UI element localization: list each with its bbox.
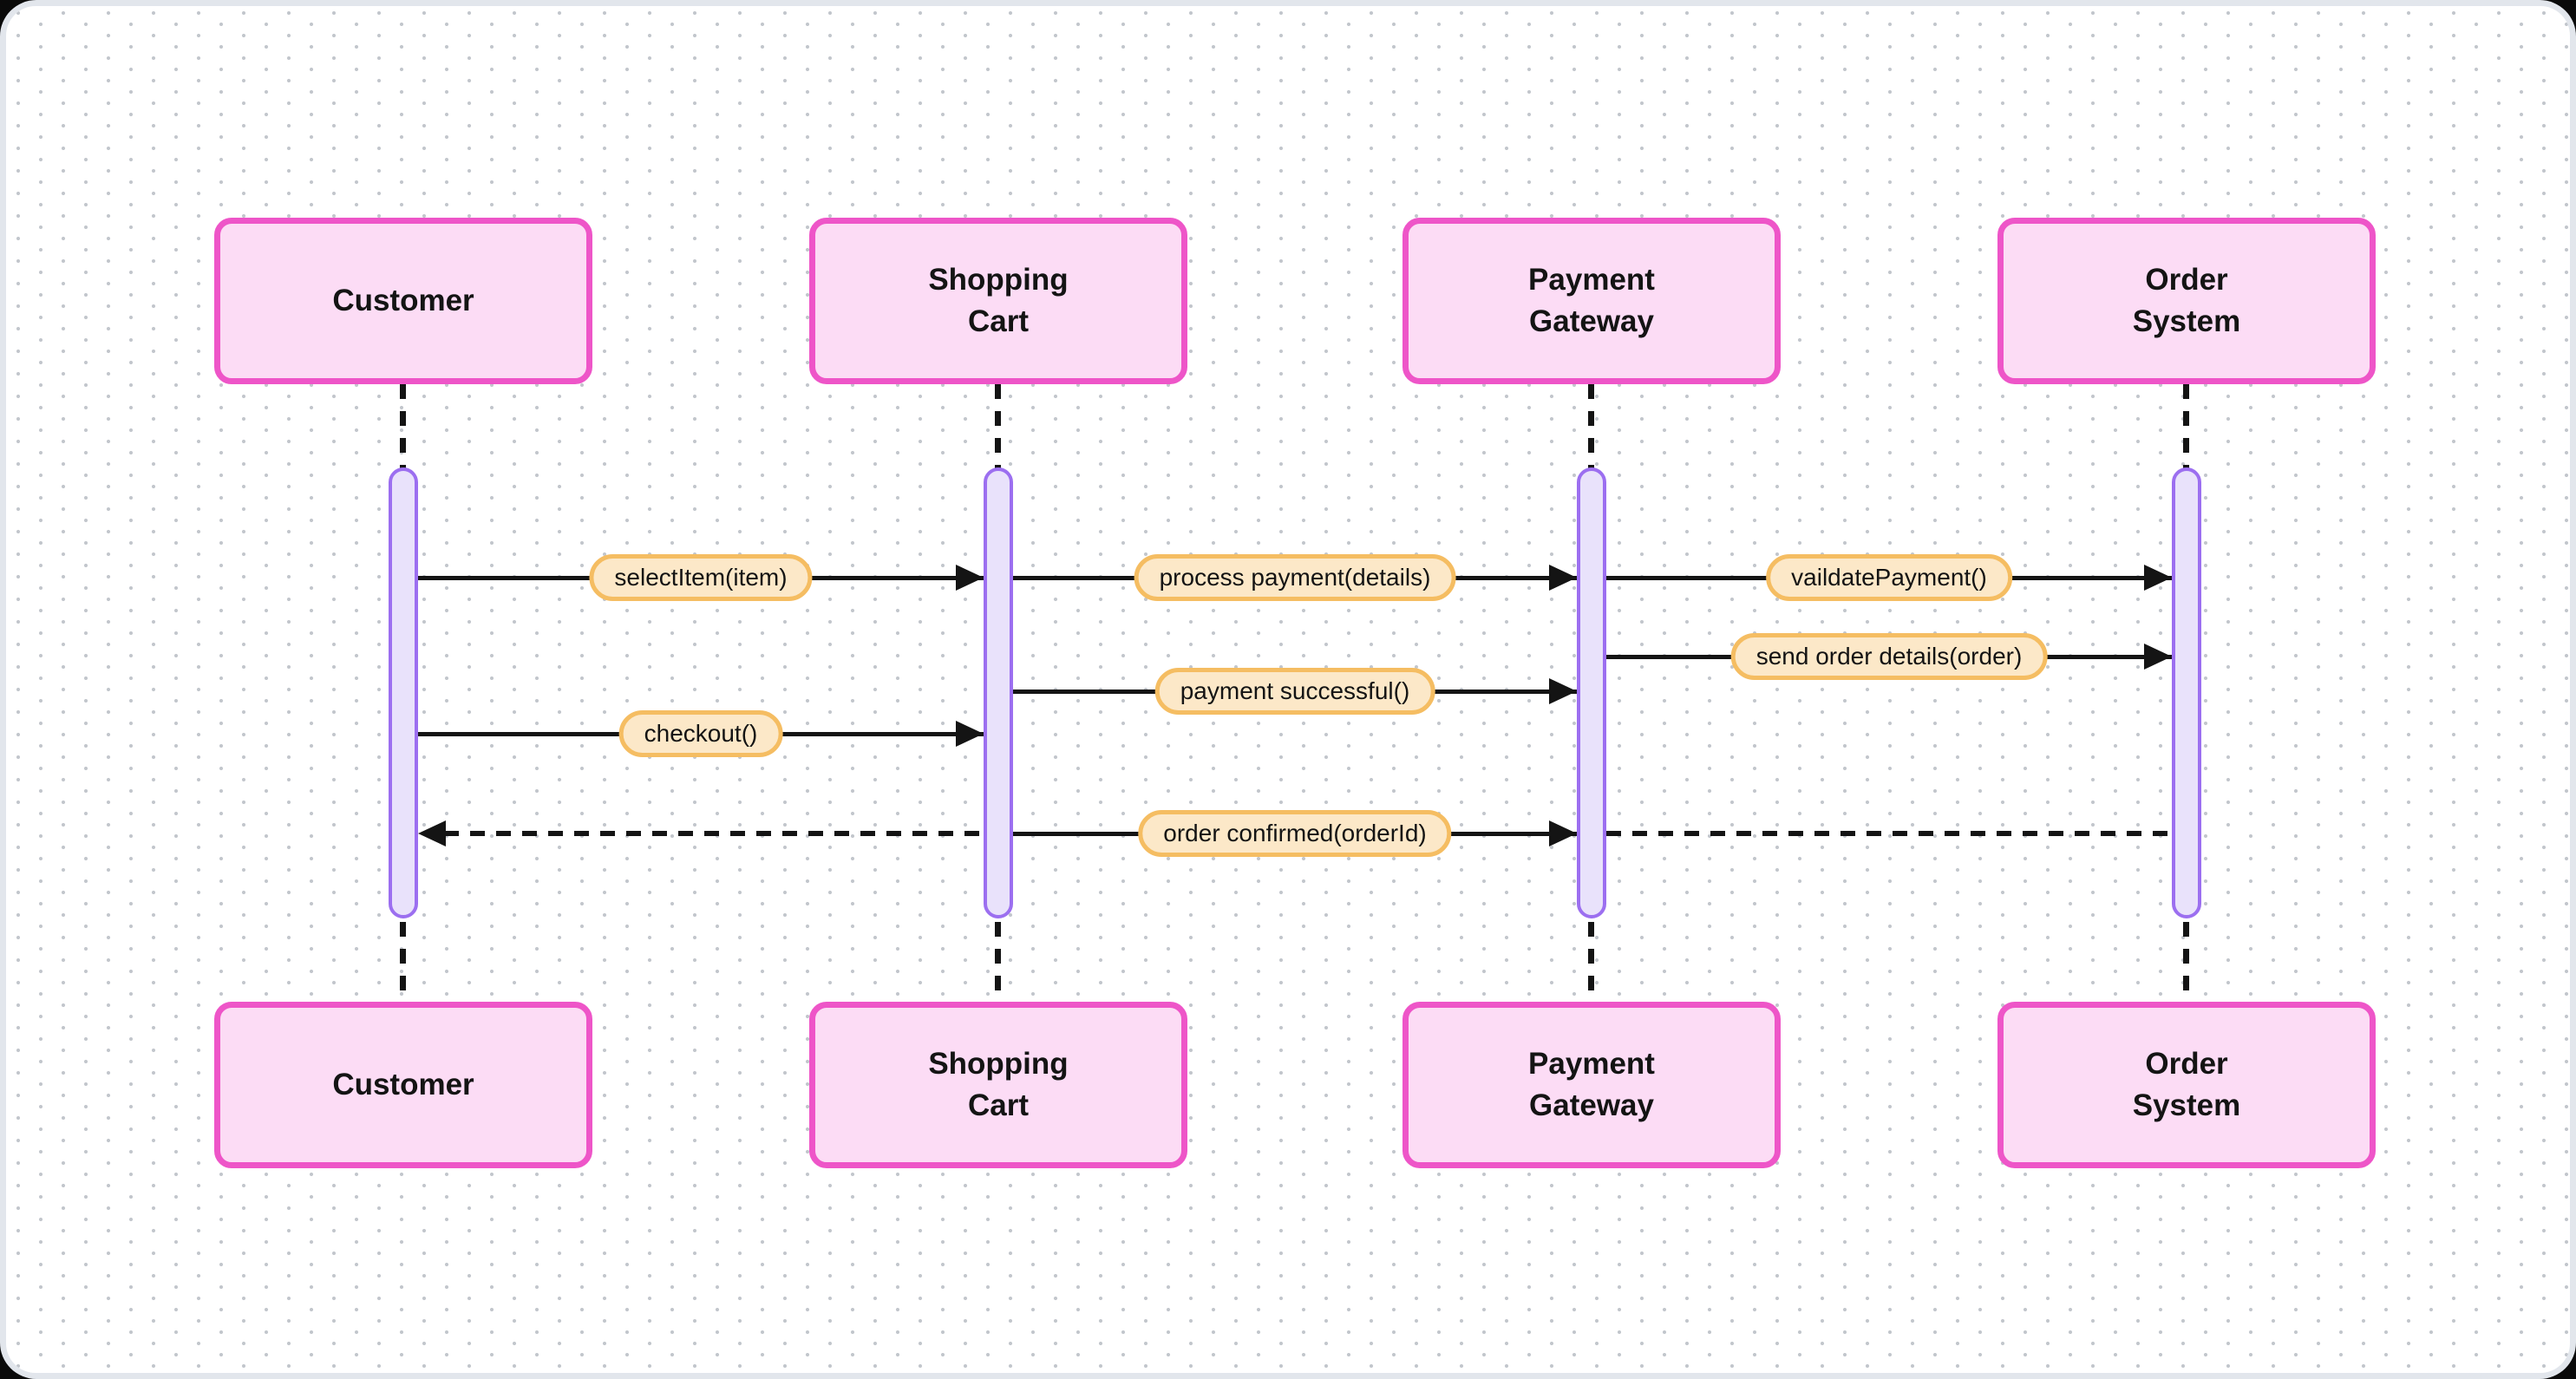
actor-box-shopping-cart-top[interactable]: Shopping Cart xyxy=(809,218,1187,384)
message-pill-send-order-details[interactable]: send order details(order) xyxy=(1730,633,2048,680)
message-pill-validate-payment[interactable]: vaildatePayment() xyxy=(1766,554,2012,601)
actor-box-order-system-top[interactable]: Order System xyxy=(1997,218,2376,384)
actor-label-customer-top: Customer xyxy=(332,283,474,317)
arrowhead-left-icon xyxy=(418,820,446,846)
actor-label-payment-gateway-bottom: Payment Gateway xyxy=(1528,1046,1655,1122)
message-pill-process-payment[interactable]: process payment(details) xyxy=(1134,554,1456,601)
actor-label-shopping-cart-bottom: Shopping Cart xyxy=(928,1046,1069,1122)
diagram-canvas: Customer Shopping Cart Payment Gateway O… xyxy=(6,6,2570,1373)
message-pill-checkout[interactable]: checkout() xyxy=(618,710,783,757)
arrowhead-right-icon xyxy=(2144,644,2172,670)
message-line-return-order-system xyxy=(1606,831,2172,836)
arrowhead-right-icon xyxy=(1549,678,1577,704)
actor-label-payment-gateway-top: Payment Gateway xyxy=(1528,262,1655,338)
activation-order-system[interactable] xyxy=(2172,467,2201,918)
actor-label-order-system-top: Order System xyxy=(2132,262,2241,338)
actor-box-customer-top[interactable]: Customer xyxy=(214,218,592,384)
arrowhead-right-icon xyxy=(1549,820,1577,846)
arrowhead-right-icon xyxy=(2144,565,2172,591)
arrowhead-right-icon xyxy=(956,721,984,747)
actor-label-shopping-cart-top: Shopping Cart xyxy=(928,262,1069,338)
message-pill-order-confirmed[interactable]: order confirmed(orderId) xyxy=(1138,810,1452,857)
actor-box-customer-bottom[interactable]: Customer xyxy=(214,1002,592,1168)
actor-box-payment-gateway-bottom[interactable]: Payment Gateway xyxy=(1402,1002,1781,1168)
actor-label-customer-bottom: Customer xyxy=(332,1067,474,1101)
arrowhead-right-icon xyxy=(1549,565,1577,591)
activation-payment-gateway[interactable] xyxy=(1577,467,1606,918)
arrowhead-right-icon xyxy=(956,565,984,591)
message-pill-payment-successful[interactable]: payment successful() xyxy=(1154,668,1435,715)
activation-customer[interactable] xyxy=(389,467,418,918)
message-pill-select-item[interactable]: selectItem(item) xyxy=(589,554,813,601)
activation-shopping-cart[interactable] xyxy=(984,467,1013,918)
actor-box-shopping-cart-bottom[interactable]: Shopping Cart xyxy=(809,1002,1187,1168)
actor-box-order-system-bottom[interactable]: Order System xyxy=(1997,1002,2376,1168)
actor-box-payment-gateway-top[interactable]: Payment Gateway xyxy=(1402,218,1781,384)
message-line-return-to-customer xyxy=(444,831,984,836)
actor-label-order-system-bottom: Order System xyxy=(2132,1046,2241,1122)
